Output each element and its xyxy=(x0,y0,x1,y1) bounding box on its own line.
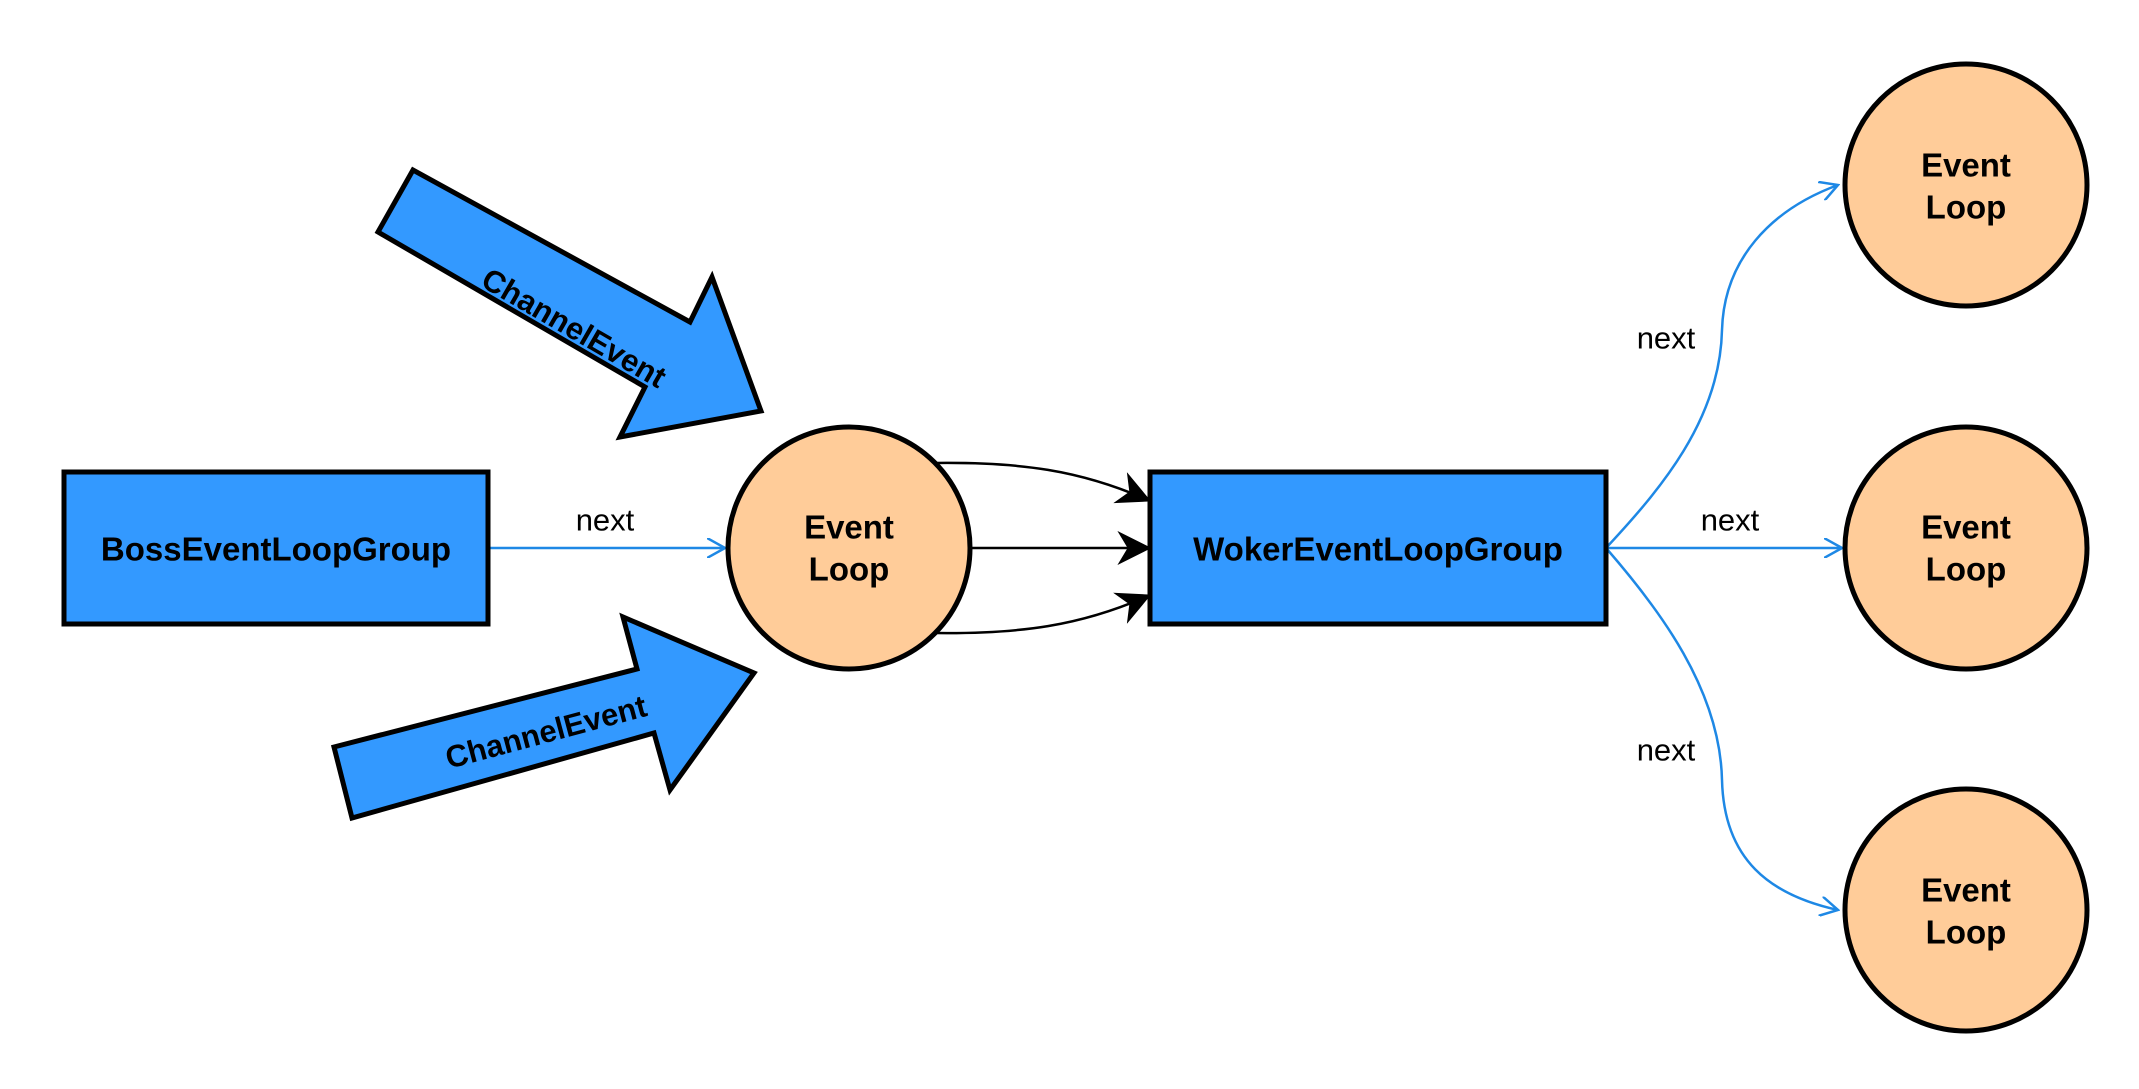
boss-event-loop-group: BossEventLoopGroup xyxy=(61,469,491,627)
edge-label-worker-to-middle: next xyxy=(1701,503,1760,538)
dispatch-edge-bottom xyxy=(934,592,1152,635)
channel-event-arrow-top: ChannelEvent xyxy=(374,166,765,441)
edge-label-worker-to-top: next xyxy=(1637,321,1696,356)
channel-event-arrow-top-shape xyxy=(374,166,765,441)
worker-event-loop-top: Event Loop xyxy=(1842,61,2090,309)
worker-event-loop-bottom: Event Loop xyxy=(1842,786,2090,1034)
worker-event-loop-bottom-circle xyxy=(1842,786,2090,1034)
boss-event-loop-group-box xyxy=(61,469,491,627)
channel-event-arrow-bottom-shape xyxy=(330,612,758,822)
next-edges xyxy=(488,185,1842,910)
boss-event-loop-circle xyxy=(725,424,973,672)
channel-event-arrow-bottom: ChannelEvent xyxy=(330,612,758,822)
boss-event-loop-label-line2: Loop xyxy=(809,551,890,588)
worker-event-loop-top-circle xyxy=(1842,61,2090,309)
boss-event-loop-label-line1: Event xyxy=(804,509,894,546)
worker-event-loop-top-line1: Event xyxy=(1921,147,2011,184)
edge-worker-to-event-loop-bottom xyxy=(1605,547,1838,910)
worker-event-loop-group-label: WokerEventLoopGroup xyxy=(1193,531,1563,568)
boss-event-loop: Event Loop xyxy=(725,424,973,672)
worker-event-loop-bottom-line2: Loop xyxy=(1926,914,2007,951)
worker-event-loop-middle-circle xyxy=(1842,424,2090,672)
boss-event-loop-group-label: BossEventLoopGroup xyxy=(101,531,451,568)
edge-worker-to-event-loop-top xyxy=(1605,185,1838,549)
dispatch-edges xyxy=(934,461,1152,635)
worker-event-loop-middle-line2: Loop xyxy=(1926,551,2007,588)
edge-label-worker-to-bottom: next xyxy=(1637,733,1696,768)
worker-event-loop-middle: Event Loop xyxy=(1842,424,2090,672)
worker-event-loop-middle-line1: Event xyxy=(1921,509,2011,546)
edge-label-boss-to-event-loop: next xyxy=(576,503,635,538)
dispatch-edge-top xyxy=(934,461,1152,504)
worker-event-loop-group: WokerEventLoopGroup xyxy=(1147,469,1609,627)
worker-event-loop-top-line2: Loop xyxy=(1926,189,2007,226)
worker-event-loop-bottom-line1: Event xyxy=(1921,872,2011,909)
worker-event-loop-group-box xyxy=(1147,469,1609,627)
